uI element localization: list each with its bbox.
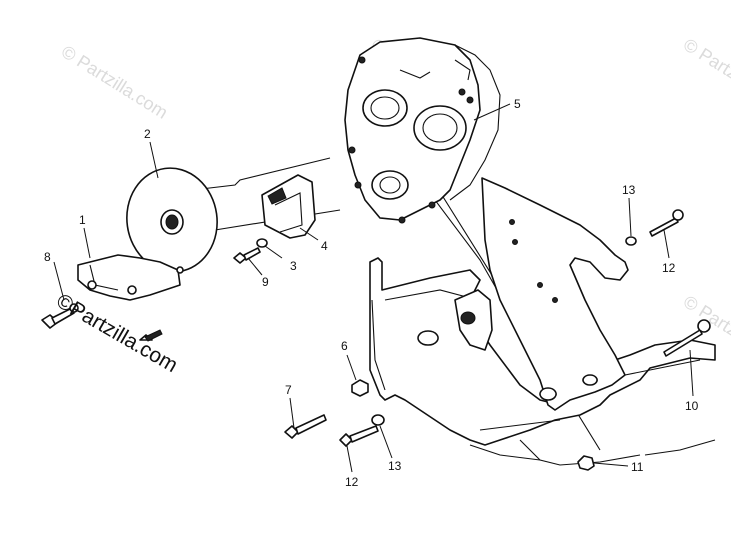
callout-11: 11 [631,460,644,474]
callout-12b: 12 [662,261,676,275]
callout-7: 7 [285,383,292,397]
callout-1: 1 [79,213,86,227]
callout-13b: 13 [622,183,636,197]
leader-12a [346,445,353,473]
callout-labels: 1 2 3 4 5 6 7 8 9 10 11 12 12 13 13 [44,97,699,489]
callout-4: 4 [321,239,328,253]
gear-case [344,37,501,224]
center-bracket [417,289,493,351]
leader-4 [299,227,319,241]
leader-5 [473,103,511,121]
leader-1 [83,227,91,259]
leader-8 [53,261,65,301]
leader-7 [289,397,295,429]
callout-12a: 12 [345,475,359,489]
leader-lines [53,103,694,473]
watermark-1: © Partzilla.com [58,41,171,122]
leader-11 [593,462,629,467]
callout-6: 6 [341,339,348,353]
callout-9: 9 [262,275,269,289]
leader-13b [628,197,632,237]
leader-10 [689,349,694,397]
watermark-3: © Partzilla.com [680,34,731,115]
callout-8: 8 [44,250,51,264]
callout-2: 2 [144,127,151,141]
leader-12b [663,229,670,259]
shield-plate [481,177,629,411]
callout-13a: 13 [388,459,402,473]
callout-10: 10 [685,399,699,413]
hardware [41,209,711,471]
mount-bracket [261,174,316,239]
callout-3: 3 [290,259,297,273]
clutch-disc [126,167,218,273]
leader-13a [379,425,393,459]
leader-2 [149,141,159,179]
leader-9 [247,257,263,276]
leader-3 [264,245,283,259]
callout-5: 5 [514,97,521,111]
leader-6 [346,354,357,381]
lower-bracket [77,254,184,301]
